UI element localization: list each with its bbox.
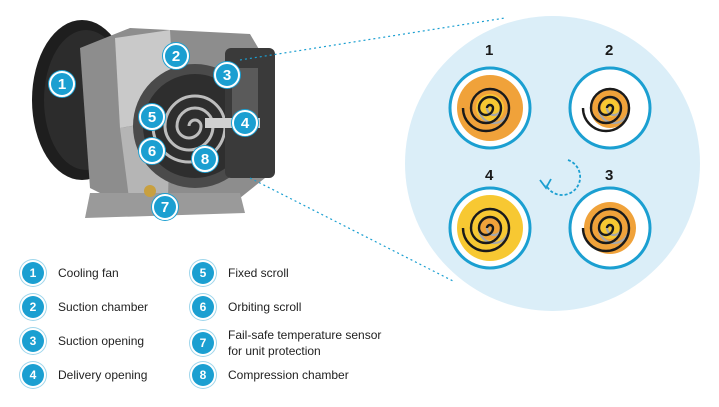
- marker-delivery-opening: 4: [232, 110, 258, 136]
- detail-circle: [405, 16, 700, 311]
- legend-item-orbiting-scroll: 6 Orbiting scroll: [192, 296, 301, 318]
- legend-badge: 1: [22, 262, 44, 284]
- marker-orbiting-scroll: 6: [139, 138, 165, 164]
- legend-label: Compression chamber: [228, 368, 349, 382]
- legend-badge: 5: [192, 262, 214, 284]
- legend-badge: 6: [192, 296, 214, 318]
- legend-item-temperature-sensor: 7 Fail-safe temperature sensor for unit …: [192, 327, 398, 359]
- legend-badge: 4: [22, 364, 44, 386]
- legend-item-delivery-opening: 4 Delivery opening: [22, 364, 147, 386]
- legend-item-fixed-scroll: 5 Fixed scroll: [192, 262, 289, 284]
- legend-badge: 7: [192, 332, 214, 354]
- legend-badge: 3: [22, 330, 44, 352]
- stage-4-scroll: [448, 186, 532, 270]
- marker-compression-chamber: 8: [192, 146, 218, 172]
- legend-label: Orbiting scroll: [228, 300, 302, 314]
- rotation-arrow-icon: [539, 159, 581, 196]
- legend-label: Cooling fan: [58, 266, 119, 280]
- legend-item-cooling-fan: 1 Cooling fan: [22, 262, 119, 284]
- stage-label-3: 3: [605, 167, 614, 184]
- legend-label: Fail-safe temperature sensor for unit pr…: [228, 328, 382, 358]
- marker-cooling-fan: 1: [49, 71, 75, 97]
- marker-fixed-scroll: 5: [139, 104, 165, 130]
- stage-label-1: 1: [485, 42, 494, 59]
- marker-temperature-sensor: 7: [152, 194, 178, 220]
- legend-badge: 2: [22, 296, 44, 318]
- stage-label-4: 4: [485, 167, 494, 184]
- stage-label-2: 2: [605, 42, 614, 59]
- legend-item-suction-chamber: 2 Suction chamber: [22, 296, 148, 318]
- stage-1-scroll: [448, 66, 532, 150]
- legend-item-compression-chamber: 8 Compression chamber: [192, 364, 349, 386]
- marker-suction-opening: 3: [214, 62, 240, 88]
- legend-label: Suction chamber: [58, 300, 149, 314]
- legend-badge: 8: [192, 364, 214, 386]
- marker-suction-chamber: 2: [163, 43, 189, 69]
- legend-label: Fixed scroll: [228, 266, 289, 280]
- legend-item-suction-opening: 3 Suction opening: [22, 330, 144, 352]
- legend-label: Suction opening: [58, 334, 145, 348]
- legend-label: Delivery opening: [58, 368, 148, 382]
- stage-3-scroll: [568, 186, 652, 270]
- stage-2-scroll: [568, 66, 652, 150]
